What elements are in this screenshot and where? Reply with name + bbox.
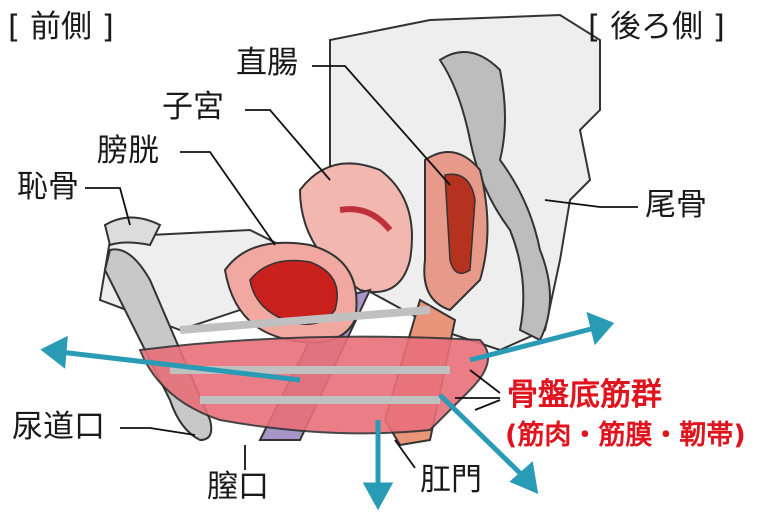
pelvic-floor-muscles bbox=[138, 335, 489, 435]
pelvic-floor-label: 骨盤底筋群 bbox=[507, 377, 662, 413]
leader-lines bbox=[85, 65, 638, 470]
pubic-bone bbox=[103, 216, 162, 247]
front-side-label: [ 前側 ] bbox=[8, 9, 114, 45]
back-side-label: [ 後ろ側 ] bbox=[588, 9, 725, 45]
vaginal-opening-label: 膣口 bbox=[207, 469, 269, 505]
coccyx-label: 尾骨 bbox=[645, 187, 707, 223]
bladder-label: 膀胱 bbox=[97, 133, 159, 169]
rectum-label: 直腸 bbox=[236, 45, 298, 81]
pubic-bone-label: 恥骨 bbox=[17, 169, 79, 205]
urethral-opening-label: 尿道口 bbox=[12, 409, 105, 445]
pelvic-floor-sub-label: (筋肉・筋膜・靭帯) bbox=[505, 420, 746, 451]
sacrum-coccyx bbox=[438, 51, 551, 342]
anus-label: 肛門 bbox=[420, 462, 482, 498]
tension-arrows bbox=[40, 311, 615, 511]
uterus-label: 子宮 bbox=[162, 89, 224, 125]
